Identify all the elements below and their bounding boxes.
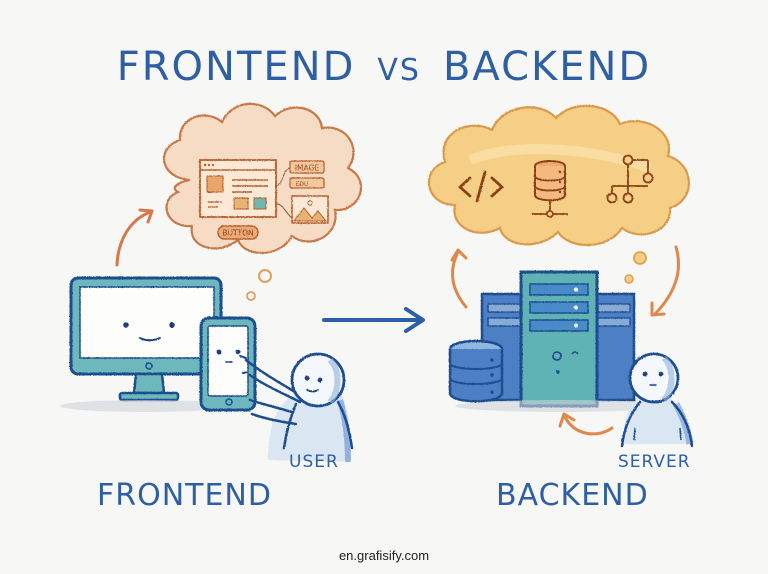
thought-dot	[246, 291, 256, 301]
database-icon	[448, 339, 504, 403]
page-title: FRONTEND VS BACKEND	[0, 44, 768, 90]
user-figure	[239, 352, 354, 463]
curved-arrow-up-icon	[115, 208, 154, 267]
smartphone-icon	[199, 316, 257, 412]
user-label: USER	[289, 452, 339, 472]
button-tag-label: BUTTON	[222, 229, 253, 238]
desk-shadow	[60, 400, 230, 412]
edu-tag-label: EDU	[296, 181, 309, 188]
image-tag: IMAGE	[289, 160, 325, 174]
button-tag: BUTTON	[217, 225, 259, 240]
backend-label: BACKEND	[496, 478, 649, 513]
footer-credit: en.grafisify.com	[338, 548, 430, 563]
server-shadow	[455, 400, 665, 412]
thought-dot	[624, 274, 634, 284]
frontend-thought-cloud: IMAGE EDU BUTTON	[162, 102, 363, 255]
hierarchy-icon	[606, 154, 654, 204]
frontend-label: FRONTEND	[97, 478, 272, 513]
thought-dot	[633, 251, 647, 265]
server-label: SERVER	[618, 452, 691, 472]
browser-window-icon	[199, 159, 277, 218]
title-backend: BACKEND	[442, 44, 652, 90]
code-icon	[458, 170, 504, 203]
curved-arrow-up-icon	[450, 248, 468, 309]
title-frontend: FRONTEND	[116, 44, 356, 90]
backend-thought-cloud	[427, 104, 690, 247]
edu-tag: EDU	[289, 177, 325, 189]
image-tag-label: IMAGE	[295, 164, 319, 173]
database-network-icon	[532, 160, 568, 218]
server-rack-icon	[480, 270, 636, 408]
desktop-monitor-icon	[69, 276, 223, 402]
thought-dot	[258, 269, 272, 283]
frontend-to-backend-arrow-icon	[322, 307, 425, 333]
curved-arrow-left-icon	[558, 412, 614, 436]
image-icon	[291, 195, 329, 224]
server-admin-figure	[620, 352, 694, 448]
curved-arrow-down-icon	[650, 245, 680, 317]
title-vs: VS	[377, 53, 421, 88]
